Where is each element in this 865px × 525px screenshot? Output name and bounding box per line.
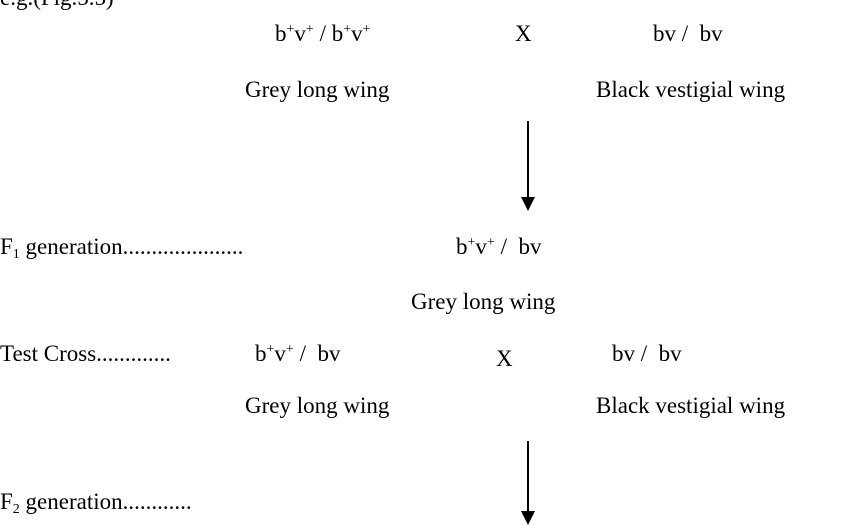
test-cross-label: Test Cross............. <box>0 341 171 366</box>
test-cross-right-phenotype: Black vestigial wing <box>596 393 786 418</box>
down-arrow-icon <box>520 121 536 211</box>
f2-generation-label: F2 generation............ <box>0 489 192 517</box>
parent-female-phenotype: Grey long wing <box>245 77 390 102</box>
figure-reference-fragment: e.g.(Fig.5.5) <box>0 0 114 9</box>
parent-female-genotype: b+v+ / b+v+ <box>275 21 371 46</box>
f1-generation-label: F1 generation..................... <box>0 234 244 262</box>
test-cross-right-genotype: bv / bv <box>612 341 682 366</box>
parental-cross-symbol: X <box>515 21 532 46</box>
parent-male-phenotype: Black vestigial wing <box>596 77 786 102</box>
f1-genotype: b+v+ / bv <box>456 234 542 259</box>
f1-phenotype: Grey long wing <box>411 289 556 314</box>
parent-male-genotype: bv / bv <box>653 21 723 46</box>
down-arrow-icon <box>520 441 536 525</box>
test-cross-symbol: X <box>496 346 513 371</box>
test-cross-left-phenotype: Grey long wing <box>245 393 390 418</box>
test-cross-left-genotype: b+v+ / bv <box>255 341 341 366</box>
